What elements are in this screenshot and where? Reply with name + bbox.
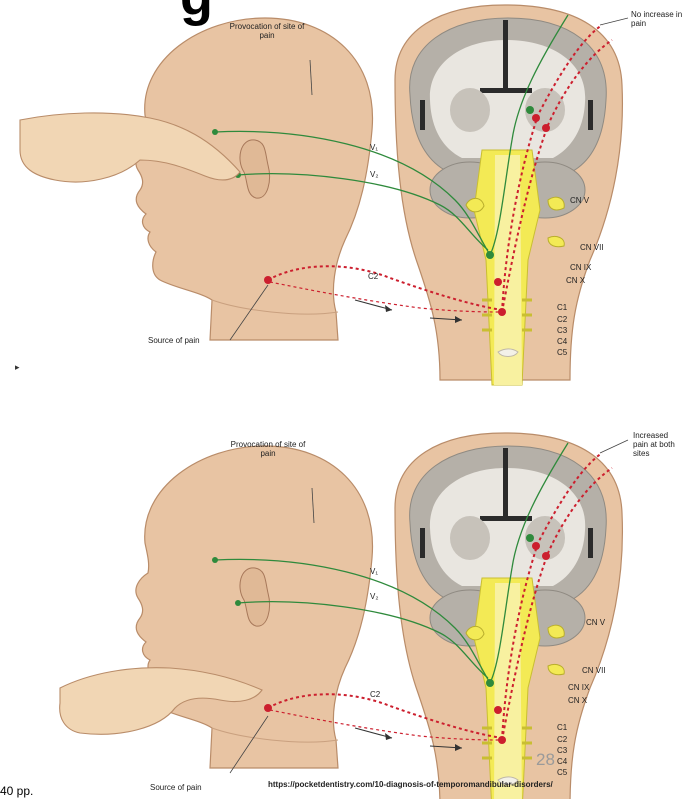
bottom-panel [60,433,628,799]
top-cn-vii-label: CN VII [580,243,604,252]
bottom-c2-label: C2 [370,690,380,699]
bottom-provocation-label: Provocation of site of pain [222,440,314,458]
side-mark: ▸ [15,362,20,373]
bottom-v2-label: V₂ [370,592,378,601]
bottom-c2-spine-label: C2 [557,735,567,744]
bottom-source-label: Source of pain [150,783,202,792]
top-c2-label: C2 [368,272,378,281]
bottom-result-label: Increased pain at both sites [633,431,685,458]
bottom-c4-label: C4 [557,757,567,766]
bottom-v1-label: V₁ [370,567,378,576]
page-number: 28 [536,750,555,770]
bottom-cn-ix-label: CN IX [568,683,589,692]
top-c1-label: C1 [557,303,567,312]
source-url[interactable]: https://pocketdentistry.com/10-diagnosis… [268,780,553,789]
bottom-c1-label: C1 [557,723,567,732]
bottom-cn-vii-label: CN VII [582,666,606,675]
top-v2-label: V₂ [370,170,378,179]
top-result-label: No increase in pain [631,10,685,28]
top-c4-label: C4 [557,337,567,346]
top-c2-spine-label: C2 [557,315,567,324]
top-source-label: Source of pain [148,336,200,345]
top-cn-x-label: CN X [566,276,585,285]
bottom-cn-v-label: CN V [586,618,605,627]
top-panel [20,5,628,385]
top-cn-v-label: CN V [570,196,589,205]
footnote: 40 pp. [0,784,33,798]
top-cn-ix-label: CN IX [570,263,591,272]
bottom-c3-label: C3 [557,746,567,755]
top-c5-label: C5 [557,348,567,357]
bottom-cn-x-label: CN X [568,696,587,705]
bottom-c5-label: C5 [557,768,567,777]
top-provocation-label: Provocation of site of pain [221,22,313,40]
top-v1-label: V₁ [370,143,378,152]
top-c3-label: C3 [557,326,567,335]
